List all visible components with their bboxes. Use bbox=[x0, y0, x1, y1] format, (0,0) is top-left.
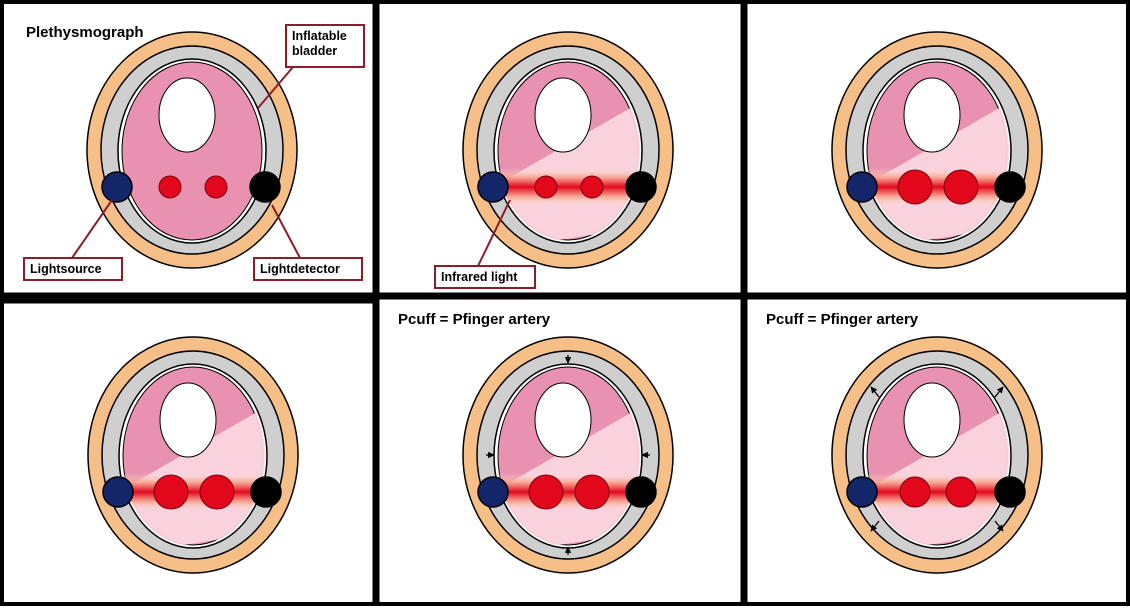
diagram-panel-2: Infrared light bbox=[435, 32, 673, 288]
light-source bbox=[478, 477, 508, 507]
diagram-panel-5: Pcuff = Pfinger artery bbox=[398, 311, 673, 573]
light-source bbox=[847, 172, 877, 202]
bone bbox=[904, 78, 960, 152]
diagram-panel-6: Pcuff = Pfinger artery bbox=[766, 311, 1042, 573]
artery-left bbox=[154, 475, 188, 509]
artery-right bbox=[581, 176, 603, 198]
callout-leader-line bbox=[272, 205, 300, 258]
diagram-panel-4 bbox=[88, 337, 298, 573]
finger-cross-section bbox=[88, 337, 298, 573]
finger-cross-section bbox=[463, 337, 673, 573]
bone bbox=[160, 383, 216, 457]
artery-left bbox=[898, 170, 932, 204]
callout-label: Lightdetector bbox=[260, 262, 340, 276]
light-source bbox=[102, 172, 132, 202]
bone bbox=[159, 78, 215, 152]
light-detector bbox=[995, 477, 1025, 507]
artery-left bbox=[535, 176, 557, 198]
artery-right bbox=[946, 477, 976, 507]
artery-right bbox=[575, 475, 609, 509]
artery-right bbox=[205, 176, 227, 198]
bone bbox=[535, 383, 591, 457]
panel-title: Plethysmograph bbox=[26, 24, 144, 41]
light-detector bbox=[626, 477, 656, 507]
light-source bbox=[847, 477, 877, 507]
light-detector bbox=[626, 172, 656, 202]
artery-left bbox=[159, 176, 181, 198]
bone bbox=[904, 383, 960, 457]
bone bbox=[535, 78, 591, 152]
artery-right bbox=[944, 170, 978, 204]
panel-title: Pcuff = Pfinger artery bbox=[398, 311, 551, 328]
diagram-panel-3 bbox=[832, 32, 1042, 268]
light-source bbox=[478, 172, 508, 202]
callout-leader-line bbox=[72, 200, 112, 258]
callout-label: Lightsource bbox=[30, 262, 102, 276]
artery-left bbox=[900, 477, 930, 507]
finger-cross-section bbox=[832, 32, 1042, 268]
light-detector bbox=[250, 172, 280, 202]
artery-right bbox=[200, 475, 234, 509]
finger-cross-section bbox=[832, 337, 1042, 573]
light-detector bbox=[251, 477, 281, 507]
panel-title: Pcuff = Pfinger artery bbox=[766, 311, 919, 328]
finger-cross-section bbox=[87, 32, 297, 268]
light-source bbox=[103, 477, 133, 507]
light-detector bbox=[995, 172, 1025, 202]
callout-label: Infrared light bbox=[441, 270, 518, 284]
artery-left bbox=[529, 475, 563, 509]
